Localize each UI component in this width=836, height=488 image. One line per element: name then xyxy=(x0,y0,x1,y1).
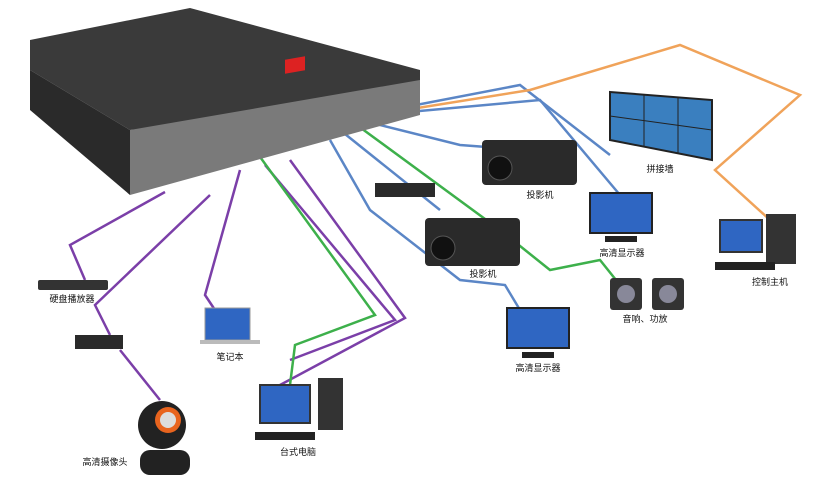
line-audio-desktop xyxy=(253,149,377,386)
speakers-device: 音响、功放 xyxy=(610,278,684,325)
line-video-wall xyxy=(389,83,611,156)
label-speakers: 音响、功放 xyxy=(622,313,667,325)
matrix-switcher xyxy=(30,8,420,195)
label-hdd-player: 硬盘播放器 xyxy=(49,293,94,305)
line-desktop-2 xyxy=(279,159,407,387)
label-video-wall: 拼接墙 xyxy=(646,163,673,175)
connection-lines xyxy=(68,43,803,401)
line-projector-2 xyxy=(339,129,441,211)
projector-1-device: 投影机 xyxy=(482,140,577,201)
line-monitor-2 xyxy=(328,139,522,311)
hd-monitor-1-device: 高清显示器 xyxy=(589,192,653,259)
hd-monitor-2-device: 高清显示器 xyxy=(506,307,570,374)
line-audio-speakers xyxy=(349,118,621,286)
hd-camera-device: 高清摄像头 xyxy=(82,401,190,475)
label-laptop: 笔记本 xyxy=(216,351,243,363)
laptop-device: 笔记本 xyxy=(200,307,260,363)
line-laptop xyxy=(203,169,242,311)
video-wall-device: 拼接墙 xyxy=(609,90,713,175)
line-extender xyxy=(93,194,211,336)
label-hd-monitor-1: 高清显示器 xyxy=(599,247,644,259)
projector-2-device: 投影机 xyxy=(425,218,520,280)
line-hdd-player xyxy=(68,190,166,281)
hdd-player-device: 硬盘播放器 xyxy=(38,280,108,305)
label-projector-2: 投影机 xyxy=(469,268,496,280)
label-hd-camera: 高清摄像头 xyxy=(82,456,127,468)
extender-device xyxy=(75,335,123,349)
desktop-device: 台式电脑 xyxy=(255,378,343,458)
line-control xyxy=(404,43,803,221)
label-control-host: 控制主机 xyxy=(752,276,788,288)
label-hd-monitor-2: 高清显示器 xyxy=(515,362,560,374)
control-host-device: 控制主机 xyxy=(715,214,796,288)
line-desktop-1 xyxy=(264,164,398,362)
label-desktop: 台式电脑 xyxy=(280,446,316,458)
label-projector-1: 投影机 xyxy=(526,189,553,201)
line-camera xyxy=(119,349,161,401)
extender-device xyxy=(375,183,435,197)
